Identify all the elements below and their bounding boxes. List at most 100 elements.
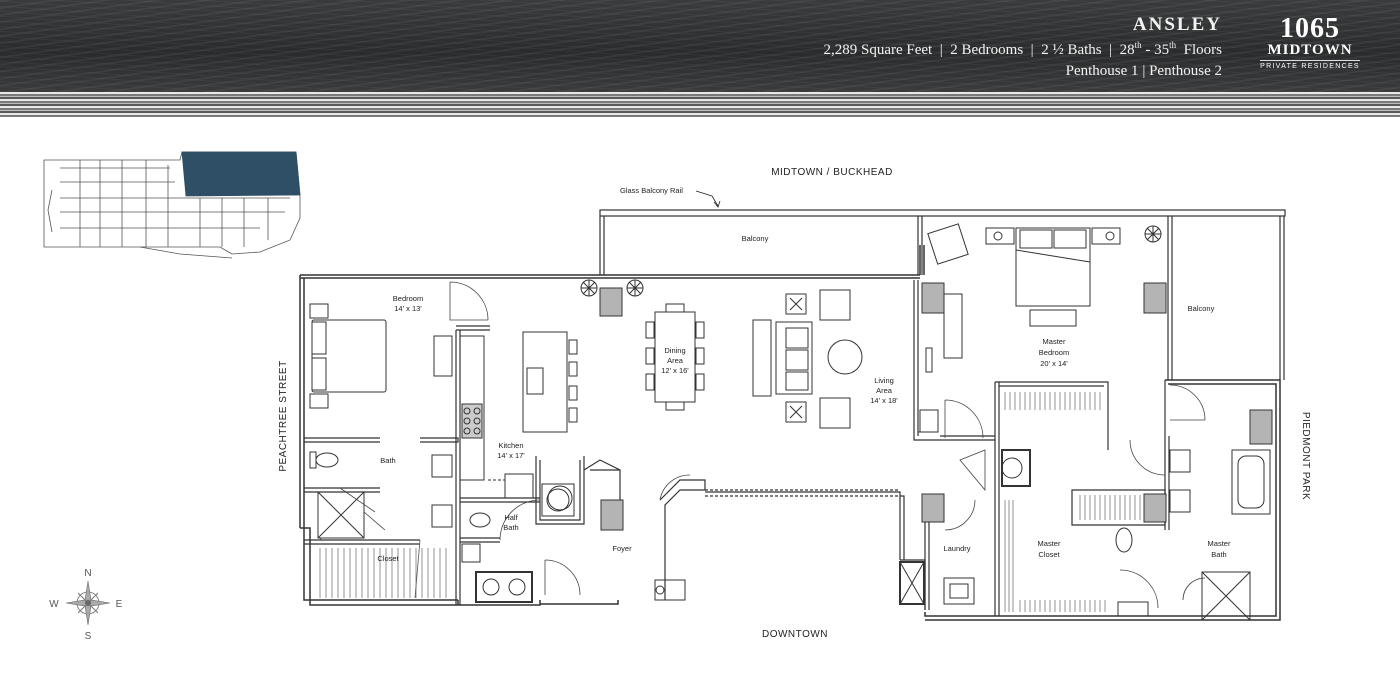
sink-half-bath [461,543,481,563]
label-dining-1: Dining [664,346,685,355]
label-living-2: Area [876,386,893,395]
closet-hatching [319,392,1141,612]
orientation-right: PIEDMONT PARK [1300,412,1311,500]
wall-walkin-top [995,381,1109,450]
logo-number: 1065 [1280,13,1340,44]
wall-bedroom-bath [304,437,380,443]
door-laundry [944,499,976,531]
label-half-bath-2: Bath [503,523,518,532]
floor-end: - 35 [1141,42,1170,58]
penthouse-2: Penthouse 2 [1149,63,1222,79]
laundry-sink [899,561,925,605]
orientation-top: MIDTOWN / BUCKHEAD [771,167,893,178]
orientation-bottom: DOWNTOWN [762,629,828,640]
wine-fridge [504,473,534,499]
logo-sub: PRIVATE RESIDENCES [1260,63,1360,70]
armchair-2 [819,397,851,429]
compass-n: N [84,568,91,579]
pantry-fixture [547,485,573,511]
wall-south-kitchen [457,600,541,606]
orientation-left: PEACHTREE STREET [278,360,289,471]
door-foyer-closet [659,474,691,501]
label-master-closet-2: Closet [1038,550,1060,559]
label-master-bath-2: Bath [1211,550,1226,559]
compass-s: S [85,631,92,642]
side-table-1 [785,293,807,315]
label-kitchen: Kitchen [498,441,523,450]
door-half-bath [499,499,541,541]
label-master-closet-1: Master [1038,539,1061,548]
closet-fixture [1001,449,1031,487]
floors-word: Floors [1183,42,1222,58]
exterior-walls [299,245,1281,621]
header-banner: ANSLEY 2,289 Square Feet | 2 Bedrooms | … [0,0,1400,117]
compass-rose: N S E W [49,568,122,642]
bathtub [1231,449,1271,515]
cooktop [461,403,483,439]
brand-logo: 1065 MIDTOWN PRIVATE RESIDENCES [1258,13,1362,70]
door-closet-corner [959,449,986,492]
island-sink [526,367,544,395]
bedroom-furniture [309,303,453,409]
doors [339,281,1206,609]
balcony-structure [599,209,1286,380]
label-living-dims: 14' x 18' [870,396,898,405]
floor-start-sup: th [1134,40,1142,50]
master-nightstand-2 [1091,227,1121,245]
wall-south-foyer [540,600,619,605]
floor-start: 28 [1119,42,1135,58]
wall-southwest [300,527,458,606]
nightstand-2 [309,393,329,409]
wall-foyer-east [659,479,706,600]
bedrooms: 2 Bedrooms [950,42,1024,58]
armchair-1 [819,289,851,321]
label-balcony-top: Balcony [742,234,769,243]
wall-east [995,379,1281,621]
wall-bath-closet [304,487,380,493]
dining-furniture [645,303,705,411]
door-living-master [944,399,984,439]
sink-bath-2 [431,504,453,528]
label-balcony-right: Balcony [1188,304,1215,313]
toilet-half-bath [469,512,491,528]
compass-w: W [49,599,59,610]
label-foyer: Foyer [612,544,632,553]
shower-bath [317,491,365,539]
floorplan-canvas: N S E W MIDTOWN / BUCKHEAD DOWNTOWN PEAC… [43,151,1311,642]
interior-walls [304,280,1170,616]
cabinet [943,293,963,359]
toilet-master [1115,527,1133,553]
key-plan [43,151,301,259]
column-3 [1143,282,1167,314]
master-nightstand-1 [985,227,1015,245]
wall-north-window [300,274,920,279]
wall-west [299,275,305,528]
foyer-closet [541,483,575,517]
master-furniture [927,223,1121,327]
column-6 [1143,493,1167,523]
door-master-bath [1129,439,1166,476]
wall-foyer-dash [705,489,900,497]
label-dining-dims: 12' x 16' [661,366,689,375]
label-dining-2: Area [667,356,684,365]
label-master-bedroom-2: Bedroom [1039,348,1069,357]
wall-south-laundry [924,612,995,621]
master-armchair [927,223,969,265]
range [475,571,533,603]
pillow-1 [311,321,327,355]
baths: 2 ½ Baths [1041,42,1102,58]
side-table-2 [785,401,807,423]
glass-rail-label: Glass Balcony Rail [620,186,683,195]
glass-balcony-rail [599,209,1286,217]
dresser [433,335,453,377]
sink-master-2 [1169,489,1191,513]
fixtures [599,282,1273,531]
closet-edge [319,537,421,599]
kitchen-island [522,331,568,433]
coffee-table [827,339,863,375]
fireplace [925,347,933,373]
wall-half-bath [460,537,500,543]
bed [311,319,387,393]
label-living-1: Living [874,376,894,385]
column-1 [599,287,623,317]
